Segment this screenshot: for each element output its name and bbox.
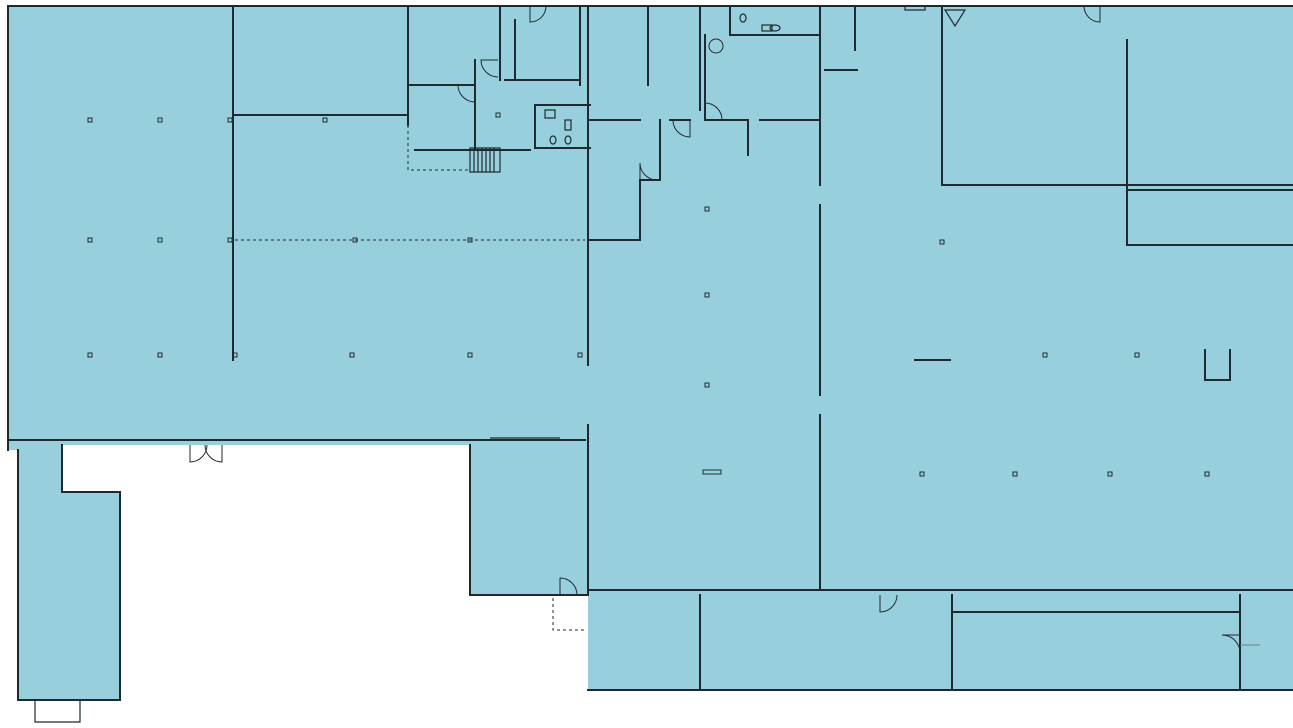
interior-walls bbox=[232, 5, 1293, 691]
structural-columns bbox=[87, 112, 1210, 477]
stair bbox=[469, 147, 501, 173]
exterior-walls bbox=[7, 5, 1293, 723]
top-edge-details bbox=[904, 5, 1200, 28]
doors bbox=[189, 5, 1241, 654]
restroom-fixtures bbox=[544, 13, 781, 145]
leased-floor-area bbox=[8, 6, 1293, 700]
